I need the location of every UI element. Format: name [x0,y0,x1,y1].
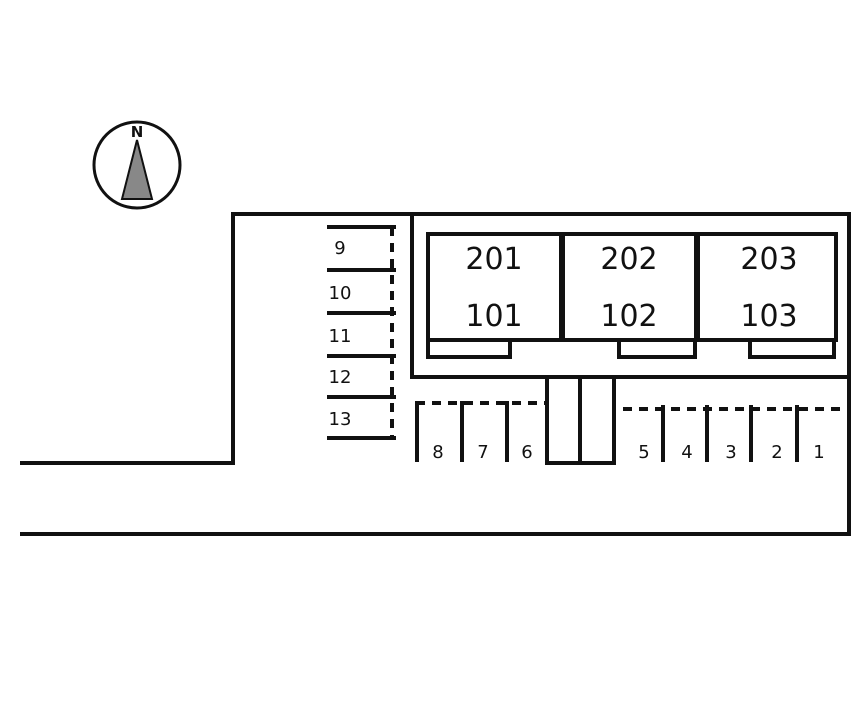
unit-label-102: 102 [600,299,657,334]
unit-label-201: 201 [465,242,522,277]
parking-space-4: 4 [681,442,692,463]
parking-space-1: 1 [813,442,824,463]
parking-space-9: 9 [334,238,345,259]
unit-label-101: 101 [465,299,522,334]
balcony-2 [617,338,697,359]
site-boundary [20,212,851,536]
unit-label-103: 103 [740,299,797,334]
road-outline [20,212,851,536]
parking-space-2: 2 [771,442,782,463]
parking-space-3: 3 [725,442,736,463]
balcony-1 [426,338,512,359]
unit-label-202: 202 [600,242,657,277]
parking-space-12: 12 [329,367,352,388]
parking-space-13: 13 [329,409,352,430]
balcony-3 [748,338,836,359]
parking-space-5: 5 [638,442,649,463]
parking-space-10: 10 [329,283,352,304]
unit-label-203: 203 [740,242,797,277]
north-arrow-icon [120,139,154,200]
building-footprint [410,214,849,379]
compass-label: N [131,123,144,141]
parking-space-7: 7 [477,442,488,463]
parking-left-labels: 9 10 11 12 13 [329,238,352,430]
parking-space-8: 8 [432,442,443,463]
parking-bottom-row [415,401,840,462]
parking-left-column [327,225,396,440]
entrance [545,375,616,465]
compass-ring [92,120,182,210]
building: 201 101 202 102 203 103 [410,214,849,379]
parking-bottom-labels: 8 7 6 5 4 3 2 1 [432,442,824,463]
compass: N [92,120,182,210]
parking-space-11: 11 [329,326,352,347]
parking-space-6: 6 [521,442,532,463]
